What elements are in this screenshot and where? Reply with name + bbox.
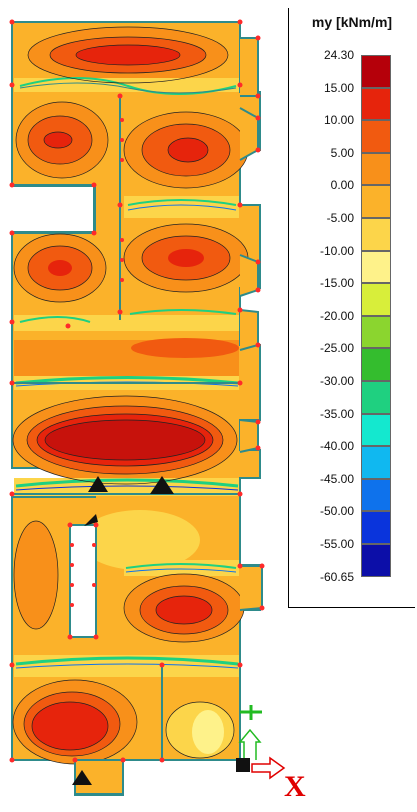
legend-swatch: [361, 478, 391, 512]
legend-swatch: [361, 413, 391, 447]
legend-label: -40.00: [319, 439, 354, 454]
legend-label: -5.00: [326, 211, 354, 225]
legend-label: -15.00: [319, 276, 354, 291]
legend-swatch: [361, 544, 391, 577]
legend-swatch: [361, 218, 391, 251]
coordinate-axes: [236, 705, 286, 780]
legend-label: -20.00: [319, 308, 354, 323]
color-legend: my [kNm/m] 24.30 15.00 10.00 5.00 0.00 -5.00 -…: [288, 8, 415, 608]
legend-swatch: [361, 511, 391, 544]
edge-brackets: [239, 37, 263, 611]
legend-label: 24.30: [323, 48, 354, 62]
legend-swatch: [361, 283, 391, 316]
legend-label: 10.00: [323, 113, 354, 128]
legend-swatch: [361, 446, 391, 479]
legend-swatch: [361, 120, 391, 153]
legend-label: -10.00: [319, 243, 354, 258]
legend-swatch: [361, 315, 391, 349]
legend-label: -60.65: [319, 569, 354, 584]
legend-label: -45.00: [319, 471, 354, 486]
legend-label: -50.00: [319, 504, 354, 519]
legend-label: 5.00: [330, 145, 354, 160]
openings: [0, 185, 97, 638]
legend-swatch: [361, 55, 391, 88]
legend-swatch: [361, 185, 391, 218]
legend-label: 15.00: [323, 80, 354, 95]
legend-label: 0.00: [330, 178, 354, 193]
x-axis-label: X: [284, 770, 306, 803]
bottom-pedestal: [72, 759, 124, 795]
legend-label: -55.00: [319, 537, 354, 551]
contour-lines: [12, 26, 249, 765]
legend-swatch: [361, 250, 391, 284]
contour-plot[interactable]: [0, 0, 290, 812]
mesh-nodes: [9, 19, 265, 763]
legend-swatch: [361, 381, 391, 414]
walls: [14, 96, 238, 760]
legend-title: my [kNm/m]: [311, 14, 393, 30]
legend-label: -30.00: [319, 374, 354, 388]
legend-label: -35.00: [319, 406, 354, 421]
contour-regions: [13, 27, 248, 764]
legend-swatch: [361, 87, 391, 121]
legend-swatch: [361, 152, 391, 186]
legend-label: -25.00: [319, 341, 354, 356]
legend-swatch: [361, 348, 391, 381]
